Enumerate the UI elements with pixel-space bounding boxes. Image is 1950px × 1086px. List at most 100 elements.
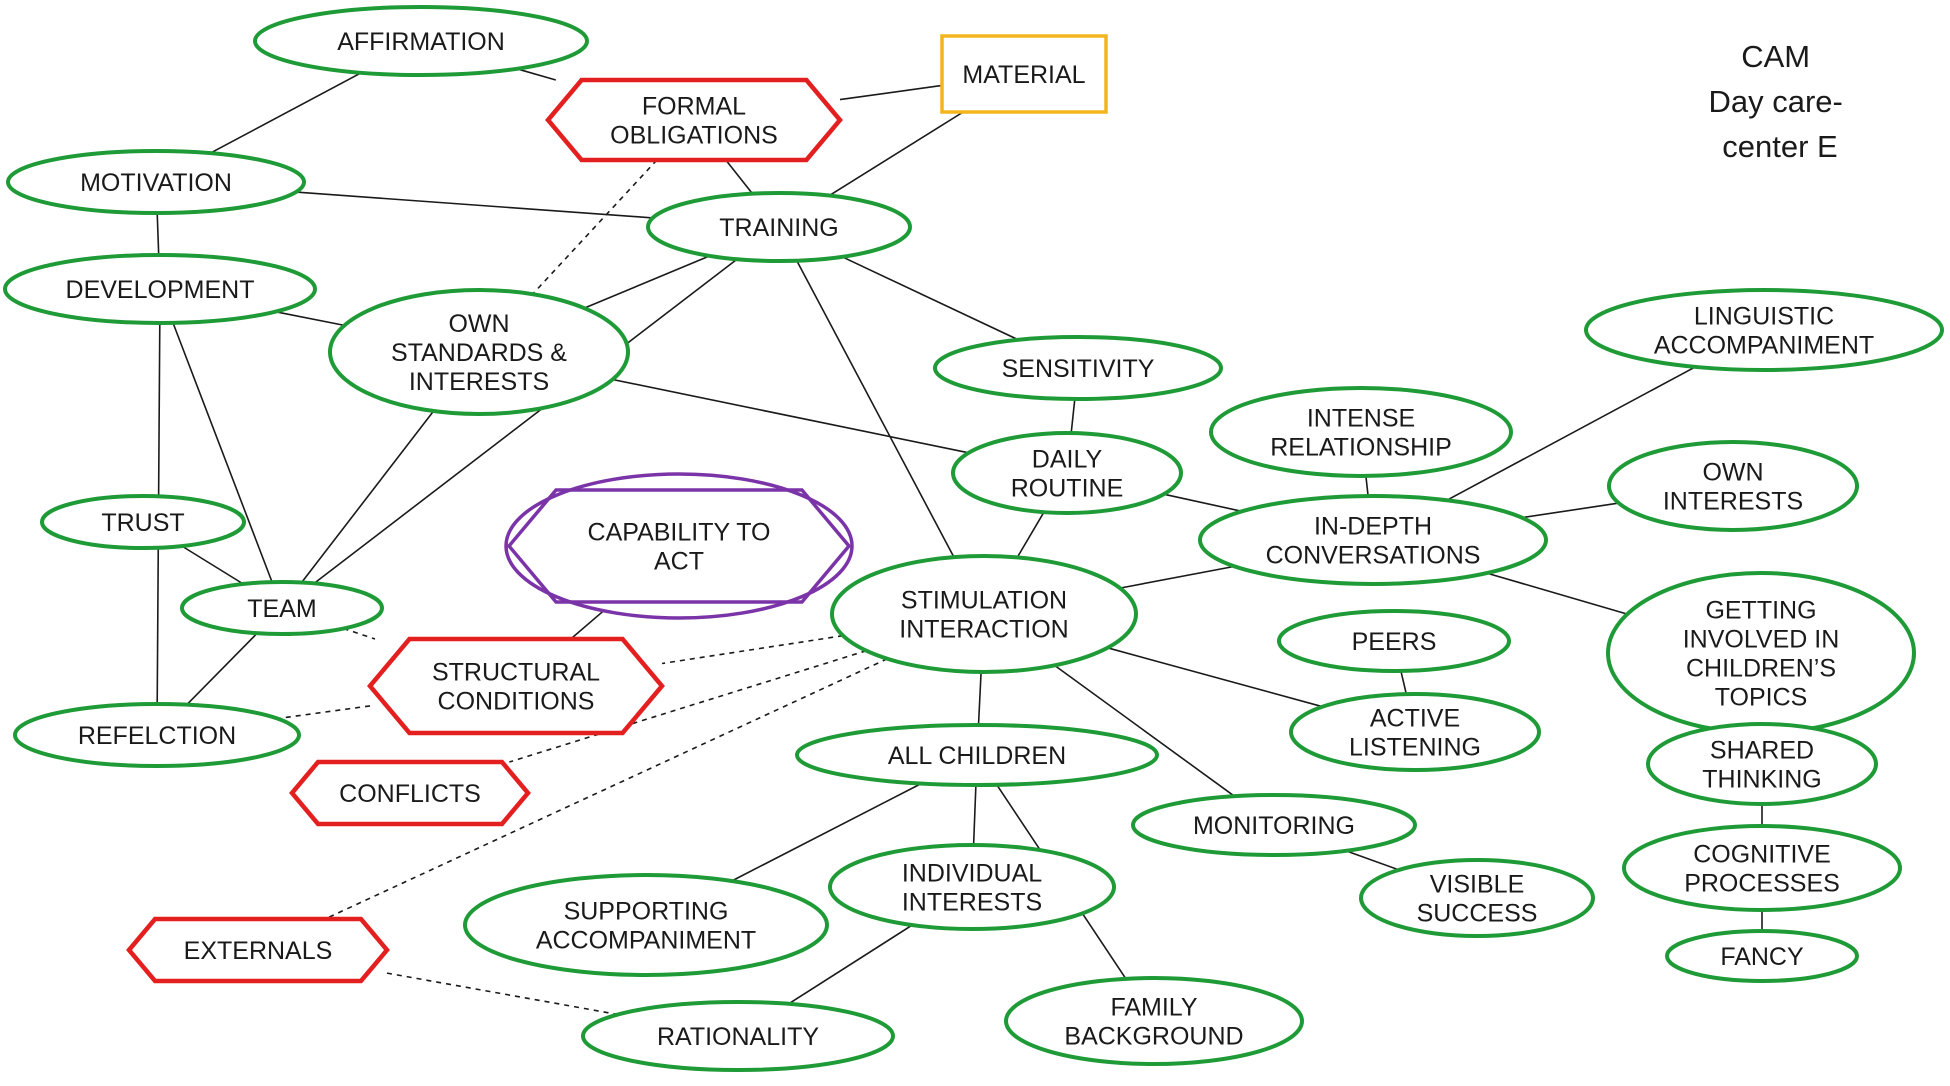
fancy-label: FANCY: [1720, 943, 1804, 971]
formal-obligations-hexagon: [545, 77, 843, 163]
edge-stimulation-interaction-to-conflicts: [509, 649, 867, 763]
edge-stimulation-interaction-to-all-children: [977, 671, 982, 726]
rationality-label-line-1: RATIONALITY: [657, 1023, 819, 1051]
formal-obligations-label-line-1: FORMAL: [642, 93, 746, 121]
edge-individual-interests-to-rationality: [788, 924, 913, 1005]
trust-label-line-1: TRUST: [101, 509, 184, 537]
shared-thinking-label-line-1: SHARED: [1710, 737, 1814, 765]
edge-training-to-sensitivity: [841, 256, 1019, 341]
edge-all-children-to-individual-interests: [972, 784, 977, 846]
node-development: DEVELOPMENT: [3, 253, 317, 325]
material-label-line-1: MATERIAL: [962, 61, 1085, 89]
externals-label-line-1: EXTERNALS: [184, 937, 333, 965]
edge-development-to-own-standards: [275, 310, 345, 327]
externals-hexagon: [126, 916, 390, 984]
edge-trust-to-team: [181, 545, 244, 585]
node-peers: PEERS: [1277, 609, 1511, 673]
edge-material-to-training: [828, 111, 964, 197]
edge-team-to-refelction: [186, 632, 258, 706]
edge-team-to-structural-conditions: [343, 627, 376, 640]
linguistic-accompaniment-label-line-2: ACCOMPANIMENT: [1654, 332, 1874, 360]
map-title-line-3: center E: [1722, 129, 1837, 164]
fancy-label-line-1: FANCY: [1720, 943, 1804, 971]
peers-label: PEERS: [1352, 628, 1437, 656]
daily-routine-ellipse: [951, 431, 1183, 515]
node-fancy: FANCY: [1665, 929, 1859, 983]
edge-stimulation-interaction-to-active-listening: [1107, 647, 1323, 708]
sensitivity-ellipse: [933, 335, 1223, 401]
stimulation-interaction-ellipse: [830, 554, 1138, 674]
training-label-line-1: TRAINING: [719, 214, 838, 242]
capability-to-act-hexagon: [506, 488, 852, 604]
team-ellipse: [180, 580, 384, 636]
edge-own-standards-to-team: [300, 410, 435, 583]
monitoring-label-line-1: MONITORING: [1193, 812, 1355, 840]
capability-to-act-ellipse: [504, 472, 854, 620]
edge-motivation-to-training: [295, 191, 653, 219]
monitoring-label: MONITORING: [1193, 812, 1355, 840]
rationality-label: RATIONALITY: [657, 1023, 819, 1051]
cognitive-processes-ellipse: [1622, 824, 1902, 912]
map-title-line-2: Day care-: [1709, 84, 1843, 119]
node-motivation: MOTIVATION: [6, 149, 306, 215]
own-standards-label-line-2: STANDARDS &: [391, 339, 567, 367]
linguistic-accompaniment-label-line-1: LINGUISTIC: [1694, 303, 1834, 331]
conflicts-label-line-1: CONFLICTS: [339, 780, 481, 808]
own-interests-ellipse: [1607, 440, 1859, 532]
map-title: CAM Day care- center E: [1709, 39, 1852, 164]
edge-structural-conditions-to-refelction: [277, 705, 371, 720]
node-team: TEAM: [180, 580, 384, 636]
refelction-label: REFELCTION: [78, 722, 236, 750]
shared-thinking-ellipse: [1646, 722, 1878, 806]
structural-conditions-label-line-1: STRUCTURAL: [432, 659, 600, 687]
affirmation-label-line-1: AFFIRMATION: [337, 28, 505, 56]
monitoring-ellipse: [1131, 793, 1417, 857]
structural-conditions-hexagon: [367, 636, 665, 736]
all-children-label: ALL CHILDREN: [888, 742, 1066, 770]
edge-formal-obligations-to-own-standards: [532, 159, 658, 295]
edge-linguistic-accompaniment-to-in-depth-conversations: [1446, 366, 1696, 501]
edge-structural-conditions-to-capability-to-act: [570, 610, 605, 640]
team-label-line-1: TEAM: [247, 595, 316, 623]
supporting-accompaniment-ellipse: [463, 873, 829, 977]
motivation-label: MOTIVATION: [80, 169, 232, 197]
own-standards-label-line-1: OWN: [448, 310, 509, 338]
all-children-ellipse: [795, 723, 1159, 787]
node-refelction: REFELCTION: [13, 702, 301, 768]
edge-in-depth-conversations-to-getting-involved: [1486, 572, 1628, 615]
cognitive-processes-label-line-1: COGNITIVE: [1693, 841, 1831, 869]
capability-to-act-label-line-2: ACT: [654, 548, 704, 576]
edge-all-children-to-supporting-accompaniment: [731, 782, 922, 882]
peers-label-line-1: PEERS: [1352, 628, 1437, 656]
edge-stimulation-interaction-to-monitoring: [1054, 664, 1235, 797]
node-externals: EXTERNALS: [126, 916, 390, 984]
externals-label: EXTERNALS: [184, 937, 333, 965]
active-listening-label-line-1: ACTIVE: [1370, 705, 1460, 733]
fancy-ellipse: [1665, 929, 1859, 983]
all-children-label-line-1: ALL CHILDREN: [888, 742, 1066, 770]
in-depth-conversations-label-line-2: CONVERSATIONS: [1266, 542, 1481, 570]
edge-development-to-team: [172, 322, 273, 583]
family-background-label-line-1: FAMILY: [1110, 994, 1197, 1022]
edge-motivation-to-development: [156, 212, 160, 256]
motivation-ellipse: [6, 149, 306, 215]
